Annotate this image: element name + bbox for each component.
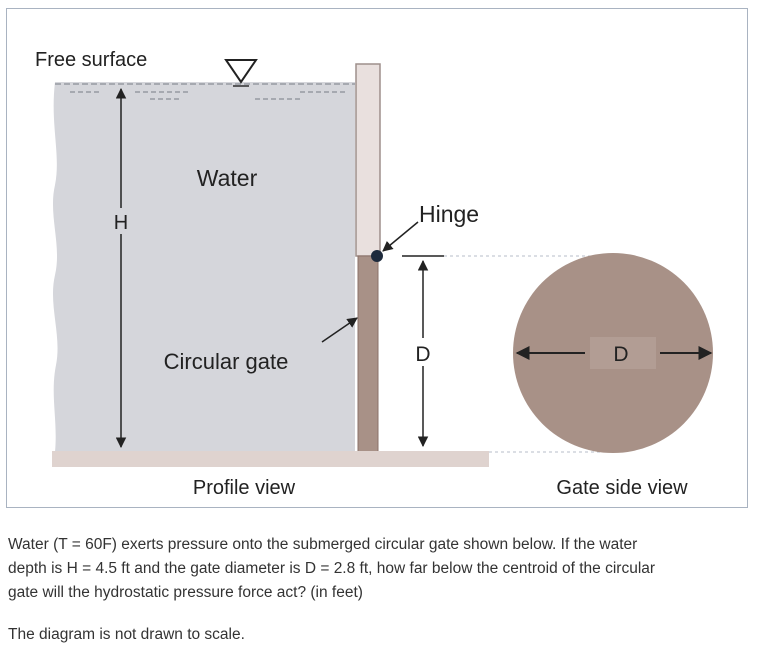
gate-diameter-side-label: D xyxy=(613,343,628,366)
ground xyxy=(52,451,489,467)
water-region xyxy=(52,82,355,452)
free-surface-label: Free surface xyxy=(35,49,147,71)
circular-gate-pointer-arrow xyxy=(321,317,358,343)
hinge-pointer-arrow xyxy=(382,221,419,252)
water-label: Water xyxy=(197,165,258,191)
gate-diameter-profile-label-background xyxy=(412,338,434,366)
hinge-icon xyxy=(371,250,383,262)
depth-label: H xyxy=(114,212,128,234)
wall xyxy=(355,63,381,257)
hinge-label: Hinge xyxy=(419,201,479,227)
gate-diameter-side-label-background xyxy=(590,337,656,369)
free-surface-line xyxy=(55,83,355,100)
figure-frame xyxy=(6,8,748,508)
gate-diameter-profile-label: D xyxy=(415,343,430,366)
scale-note: The diagram is not drawn to scale. xyxy=(8,626,245,643)
problem-statement: Water (T = 60F) exerts pressure onto the… xyxy=(8,536,656,601)
gate-side-view-label: Gate side view xyxy=(556,477,688,499)
circular-gate-label: Circular gate xyxy=(164,349,289,374)
profile-view-label: Profile view xyxy=(193,477,296,499)
depth-label-background xyxy=(111,208,131,234)
free-surface-triangle-icon xyxy=(224,59,258,84)
circular-gate-profile xyxy=(357,255,379,453)
diagram: H Water Circular gate Hinge D D Free sur… xyxy=(35,49,713,499)
